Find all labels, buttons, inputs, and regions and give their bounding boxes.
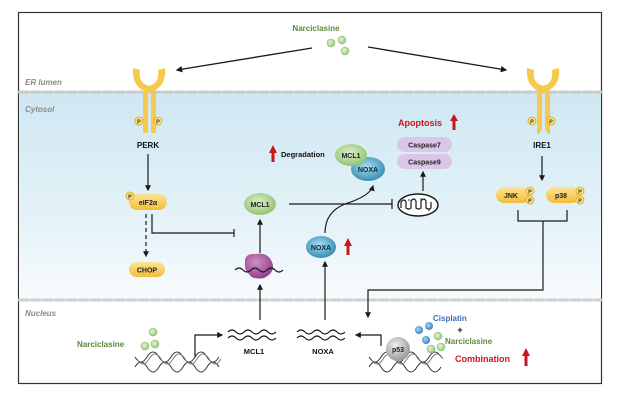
cisplatin-molecules xyxy=(415,322,435,353)
p53-label: p53 xyxy=(392,347,404,354)
degradation-up-arrow-icon xyxy=(269,145,277,162)
noxa-mrna-label: NOXA xyxy=(312,347,334,356)
svg-text:P: P xyxy=(578,199,582,205)
svg-text:P: P xyxy=(578,190,582,196)
svg-text:P: P xyxy=(530,120,534,126)
perk-receptor-icon: P P xyxy=(132,68,166,133)
chop-label: CHOP xyxy=(137,268,158,275)
inhibit-eif2a-to-translation xyxy=(151,214,234,234)
arrow-p53-to-noxa xyxy=(354,332,382,346)
chop-node: CHOP xyxy=(129,262,165,277)
noxa-protein-node: NOXA xyxy=(306,236,336,258)
narciclasine-combo-label: Narciclasine xyxy=(445,337,493,346)
combination-label: Combination xyxy=(455,354,510,364)
narciclasine-nucleus-label: Narciclasine xyxy=(77,340,125,349)
combination-up-arrow-icon xyxy=(522,348,530,366)
region-label-er-lumen: ER lumen xyxy=(25,78,62,87)
narciclasine-molecules-combo xyxy=(426,331,446,354)
region-label-cytosol: Cytosol xyxy=(25,105,55,114)
apoptosis-up-arrow-icon xyxy=(450,114,458,130)
eif2a-label: eIF2α xyxy=(139,200,158,207)
svg-text:P: P xyxy=(137,120,141,126)
caspase7-node: Caspase7 xyxy=(397,137,452,152)
dna-helix-left-icon xyxy=(134,351,222,373)
narciclasine-molecules-nucleus xyxy=(140,327,160,351)
arrow-transcription-mcl1 xyxy=(194,332,224,357)
mcl1-mrna-label: MCL1 xyxy=(244,347,264,356)
narciclasine-top-label: Narciclasine xyxy=(292,24,340,33)
ire1-label: IRE1 xyxy=(533,141,551,150)
mcl1-protein-node: MCL1 xyxy=(244,193,276,215)
noxa-mrna-icon xyxy=(296,329,346,341)
arrow-drug-to-ire1 xyxy=(367,46,508,73)
region-label-nucleus: Nucleus xyxy=(25,309,57,318)
mitochondria-icon xyxy=(397,193,439,217)
mcl1-mrna-icon xyxy=(227,329,277,341)
arrow-drug-to-perk xyxy=(175,47,313,73)
svg-text:P: P xyxy=(156,120,160,126)
jnk-label: JNK xyxy=(504,193,518,200)
svg-text:P: P xyxy=(128,195,132,201)
caspase7-label: Caspase7 xyxy=(408,143,441,150)
ribosome-icon xyxy=(234,253,284,279)
arrow-noxa-to-complex xyxy=(324,184,375,234)
arrow-mapk-to-p53 xyxy=(365,221,544,319)
complex-mcl1-label: MCL1 xyxy=(341,153,360,160)
noxa-up-arrow-icon xyxy=(344,238,352,255)
mcl1-protein-label: MCL1 xyxy=(250,202,269,209)
svg-text:P: P xyxy=(528,190,532,196)
mcl1-noxa-complex: NOXA MCL1 xyxy=(335,144,385,181)
plus-sign: + xyxy=(457,325,462,335)
p38-node: p38 P P xyxy=(546,186,585,205)
cisplatin-label: Cisplatin xyxy=(433,314,467,323)
eif2a-node: eIF2α P xyxy=(125,191,167,210)
caspase9-label: Caspase9 xyxy=(408,160,441,167)
svg-text:P: P xyxy=(528,199,532,205)
p53-node: p53 xyxy=(386,337,410,361)
noxa-protein-label: NOXA xyxy=(311,245,331,252)
degradation-label: Degradation xyxy=(281,150,325,159)
caspase9-node: Caspase9 xyxy=(397,154,452,169)
apoptosis-label: Apoptosis xyxy=(398,118,442,128)
narciclasine-molecules-top xyxy=(326,35,350,56)
svg-text:P: P xyxy=(549,120,553,126)
jnk-node: JNK P P xyxy=(496,186,535,205)
p38-label: p38 xyxy=(555,193,567,200)
perk-label: PERK xyxy=(137,141,159,150)
ire1-receptor-icon: P P xyxy=(526,68,560,134)
complex-noxa-label: NOXA xyxy=(358,167,378,174)
